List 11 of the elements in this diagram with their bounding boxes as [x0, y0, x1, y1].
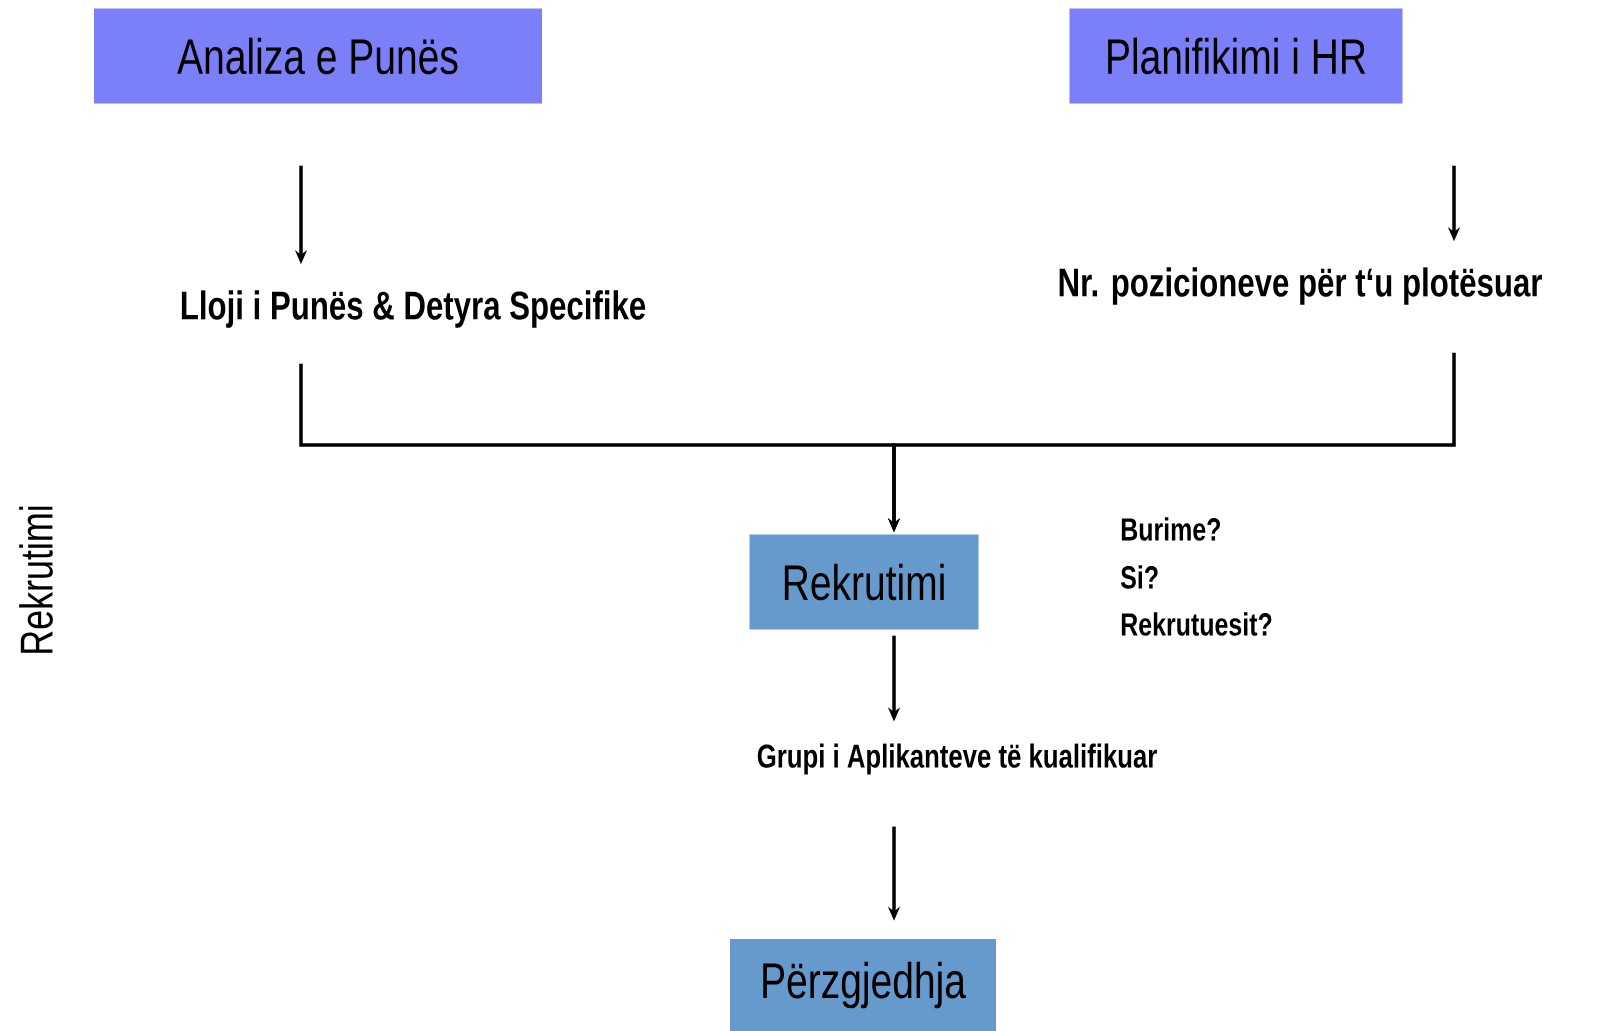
process-box: Analiza e Punës — [94, 8, 542, 104]
note-text: Rekrutuesit? — [1121, 612, 1272, 636]
note-text: Burime? — [1121, 517, 1220, 541]
side-label: Rekrutimi — [19, 506, 53, 653]
process-box: Përzgjedhja — [730, 939, 996, 1031]
process-box: Planifikimi i HR — [1069, 8, 1403, 104]
process-box: Rekrutimi — [749, 534, 979, 630]
step-text: Nr. pozicioneve për t‘u plotësuar — [1059, 267, 1542, 305]
note-text: Si? — [1120, 565, 1158, 589]
step-text: Grupi i Aplikanteve të kualifikuar — [757, 743, 1157, 775]
step-text: Lloji i Punës & Detyra Specifike — [181, 290, 646, 328]
